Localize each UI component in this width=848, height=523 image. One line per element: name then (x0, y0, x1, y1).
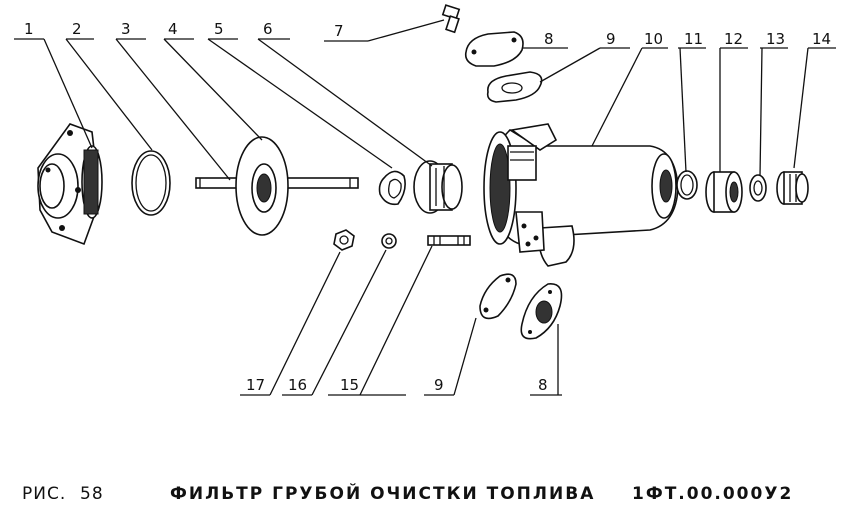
callout-5: 5 (214, 20, 224, 38)
callout-15: 15 (340, 376, 359, 394)
leader-lines (14, 19, 836, 396)
callout-11: 11 (684, 30, 703, 48)
callout-numbers: 1 2 3 4 5 6 7 8 9 10 11 12 13 14 17 16 1… (24, 20, 831, 394)
part-9-gasket-top (486, 71, 543, 103)
callout-13: 13 (766, 30, 785, 48)
callout-14: 14 (812, 30, 831, 48)
callout-9-bottom: 9 (434, 376, 444, 394)
callout-8-bottom: 8 (538, 376, 548, 394)
callout-2: 2 (72, 20, 82, 38)
part-6-valve (413, 160, 463, 214)
figure-label: РИС. (22, 484, 67, 504)
callout-16: 16 (288, 376, 307, 394)
part-7-bolt (441, 4, 461, 34)
figure-number: 58 (80, 484, 104, 504)
part-3-4-shaft-disc (195, 136, 359, 236)
callout-6: 6 (263, 20, 273, 38)
callout-9-top: 9 (606, 30, 616, 48)
part-13-washer (749, 174, 767, 202)
part-5-gasket (378, 170, 406, 206)
part-15-stud (427, 235, 471, 246)
part-8-plate-top (464, 31, 524, 67)
figure-title: ФИЛЬТР ГРУБОЙ ОЧИСТКИ ТОПЛИВА (170, 484, 596, 504)
callout-3: 3 (121, 20, 131, 38)
callout-12: 12 (724, 30, 743, 48)
part-8-plate-bottom (520, 283, 563, 340)
part-9-gasket-bottom (479, 273, 517, 320)
part-11-o-ring (676, 170, 698, 200)
figure-code: 1ФТ.00.000У2 (632, 484, 794, 504)
callout-8-top: 8 (544, 30, 554, 48)
part-14-plug (776, 171, 809, 205)
part-2-o-ring (131, 150, 171, 216)
part-1-cover-flange (37, 123, 103, 246)
callout-7: 7 (334, 22, 344, 40)
part-17-nut (333, 229, 355, 251)
callout-1: 1 (24, 20, 34, 38)
part-16-washer (381, 233, 397, 249)
callout-10: 10 (644, 30, 663, 48)
callout-17: 17 (246, 376, 265, 394)
part-10-housing (483, 123, 679, 267)
callout-4: 4 (168, 20, 178, 38)
part-12-nut (705, 171, 743, 213)
